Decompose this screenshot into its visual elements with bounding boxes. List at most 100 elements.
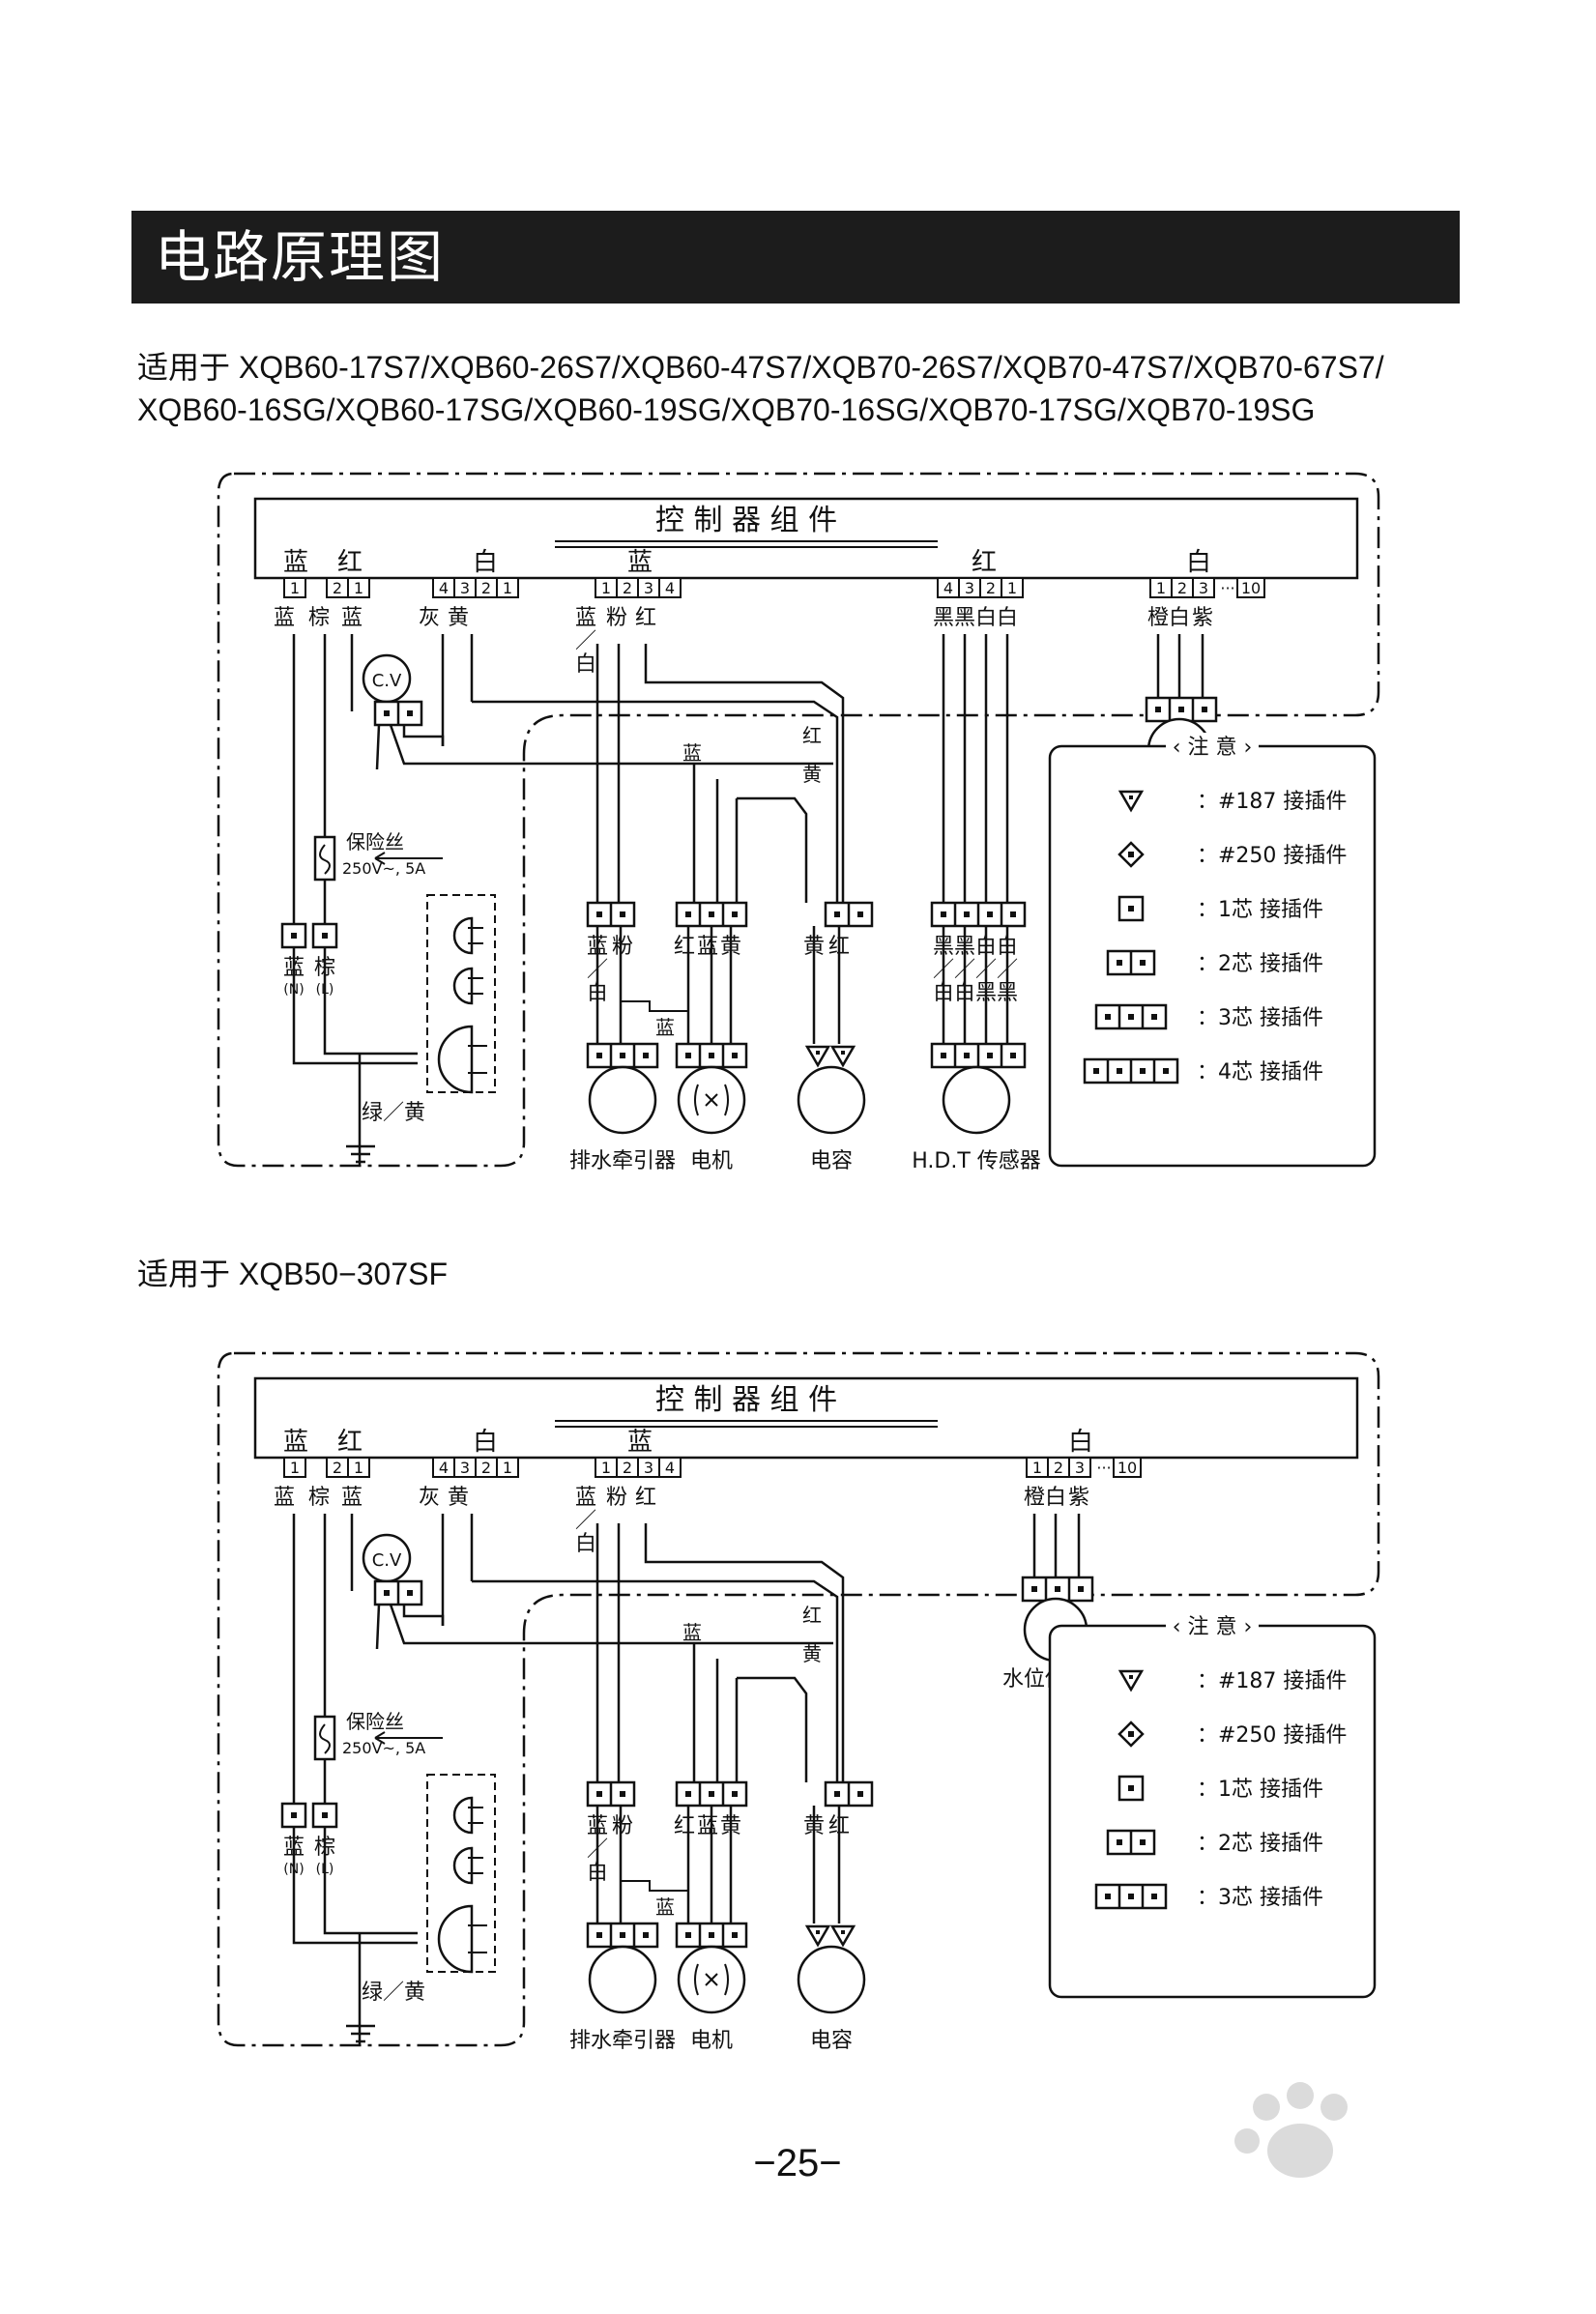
connector-water [1021,1576,1094,1603]
plug-socket-2 [452,1846,474,1885]
motor-label: 电机 [690,1149,733,1173]
connector-motor-dot [685,1053,691,1058]
connector-drain-dot [620,1932,625,1938]
wire-yellow-cap [737,796,808,903]
wire-l-plug [323,947,418,1056]
cv-return-wire [389,724,833,766]
connector-cap-in-dot [857,1791,863,1797]
pin-row-b-label: 1 [354,579,363,597]
legend-icon-core-1 [1117,1775,1145,1802]
legend-icon-187-dot [1129,1675,1133,1679]
wire-n-plug [292,1827,418,1945]
pin-row-d-label: 4 [665,1459,675,1477]
pin-row-f-label: 10 [1117,1459,1137,1477]
connector-drain-in [586,1780,636,1808]
connector-hdt-in-dot [1010,911,1016,917]
pin-row-f-label: 1 [1156,579,1166,597]
group-white-label: 白 [473,548,498,577]
legend-icon-250-dot [1128,852,1134,857]
legend-icon-core-1-dot [1128,1785,1134,1791]
pin-row-b-label: 2 [333,1459,342,1477]
pin-row-d-label: 1 [601,1459,611,1477]
cv-connector-dot [407,710,413,716]
wire-purple-label: 紫 [1192,606,1213,630]
connector-cap-tri [804,1045,831,1068]
pin-row-d-cell [658,1457,682,1478]
connector-motor-dot [732,1053,738,1058]
wire-blue-label: 蓝 [274,606,295,630]
legend-icon-core-3-dot [1128,1894,1134,1899]
wire-blue-white-label: 白 [575,652,596,677]
wire-grey-label: 灰 [419,606,440,630]
legend-icon-core-2 [1106,1829,1156,1856]
connector-cap-in-dot [834,1791,840,1797]
applies-to-line-1: 适用于 XQB60-17S7/XQB60-26S7/XQB60-47S7/XQB… [137,350,1384,385]
legend-item-1: ：#250 接插件 [1197,1723,1347,1748]
wire-white-label: 白 [975,606,997,630]
pin-row-c-label: 4 [439,1459,449,1477]
fuse-arrow [374,852,443,865]
legend-icon-core-1 [1117,895,1145,922]
wire-yellow-run [472,1579,839,1782]
group-red-2-label: 红 [972,548,997,577]
connector-motor-in-dot [732,911,738,917]
legend-icon-187-dot [1129,795,1133,799]
pin-row-e-label: 1 [1007,579,1017,597]
legend-icon-core-3-dot [1128,1014,1134,1020]
terminal-n [280,922,307,949]
connector-hdt [930,1042,1027,1069]
legend-icon-core-2-dot [1140,1839,1146,1845]
pin-row-d-label: 3 [644,1459,653,1477]
legend-icon-core-3 [1094,1003,1168,1030]
connector-motor-dot [732,1932,738,1938]
pin-row-b-cell [347,1457,370,1478]
connector-motor-in [675,901,748,928]
connector-cap-tri-dot [841,1051,845,1055]
wire-pink-label: 粉 [612,935,633,959]
pin-row-c-label: 2 [481,1459,491,1477]
wire-yellow-label: 黄 [448,1486,469,1510]
cv-connector [373,1579,423,1606]
connector-drain-in-dot [620,1791,625,1797]
wire-yellow-run [472,700,839,903]
pin-row-f-cell [1236,577,1265,598]
pin-row-c-cell [496,577,519,598]
wire-red-label: 红 [674,935,695,959]
connector-motor-dot [709,1053,714,1058]
legend-icon-250-dot [1128,1731,1134,1737]
connector-drain-dot [620,1053,625,1058]
fuse-element [319,844,331,875]
connector-water-dot [1078,1586,1084,1592]
pin-row-f-label: 2 [1054,1459,1063,1477]
wire-red-run [644,663,845,903]
connector-motor-in-dot [732,1791,738,1797]
legend-icon-core-2-dot [1117,1839,1122,1845]
pin-row-f-label: 2 [1177,579,1187,597]
legend-icon-187 [1117,790,1145,813]
motor-winding [694,1963,729,1996]
connector-cap-tri-dot [816,1051,820,1055]
group-blue-2-label: 蓝 [627,548,653,577]
fuse-element [319,1723,331,1754]
terminal-l [311,1802,338,1829]
wire-blue-run-label: 蓝 [682,741,702,765]
baidu-watermark [1121,2068,1508,2281]
applies-to-second: 适用于 XQB50−307SF [137,1257,449,1291]
legend-icon-core-4-dot [1093,1068,1099,1074]
connector-drain-in [586,901,636,928]
connector-hdt-in-dot [941,911,946,917]
plug-socket-1 [452,1796,474,1835]
group-white-2-label: 白 [1186,548,1211,577]
cv-connector-dot [384,1590,390,1596]
pin-row-c-label: 3 [460,579,470,597]
legend-item-2: ：1芯 接插件 [1197,1778,1323,1802]
legend-icon-core-3 [1094,1883,1168,1910]
cv-connector-dot [407,1590,413,1596]
applies-to-line-2: XQB60-16SG/XQB60-17SG/XQB60-19SG/XQB70-1… [137,392,1316,427]
controller-box [253,497,1359,580]
pin-row-a-label: 1 [290,579,300,597]
controller-label: 控 制 器 组 件 [655,1383,837,1417]
legend-item-2: ：1芯 接插件 [1197,898,1323,922]
page-number: −25− [753,2142,842,2184]
